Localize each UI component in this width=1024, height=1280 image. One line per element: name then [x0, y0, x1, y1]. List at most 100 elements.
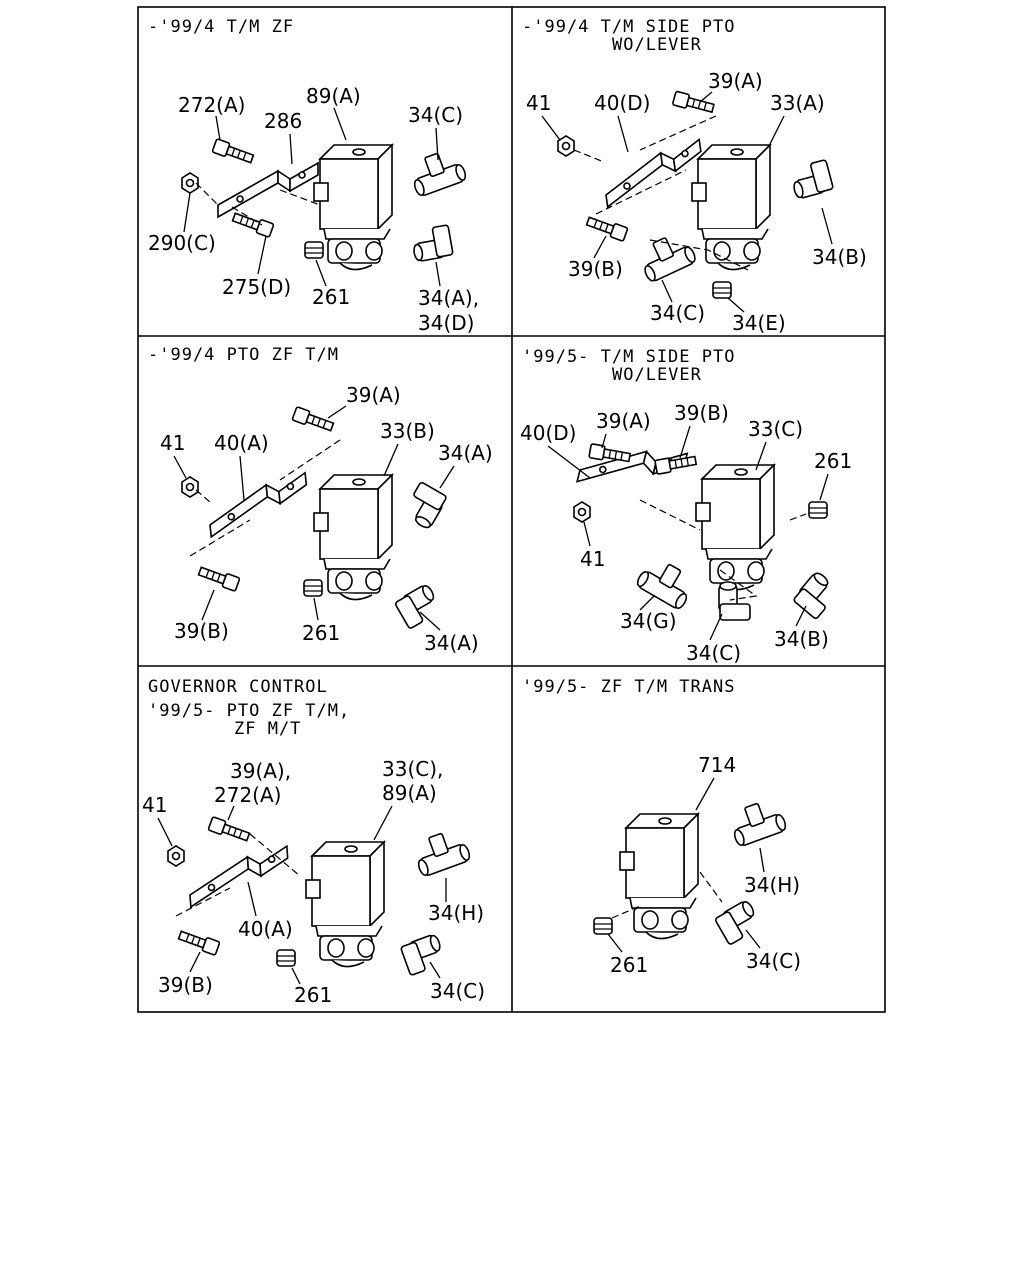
part-label: 34(G) [620, 609, 677, 633]
part-label: 39(B) [158, 973, 213, 997]
elbow-fitting-icon [791, 569, 842, 621]
panel-3-header-line-1: -'99/4 PTO ZF T/M [148, 345, 339, 365]
panel-6: '99/5- ZF T/M TRANS 714 34(H) 261 34(C) [522, 677, 801, 977]
part-label: 39(A) [346, 383, 401, 407]
nut-icon [573, 501, 591, 523]
panel-3: -'99/4 PTO ZF T/M 39(A) 41 40(A) 33(B) 3… [148, 345, 493, 655]
part-label: 40(D) [594, 91, 650, 115]
part-label: 34(C) [408, 103, 463, 127]
elbow-fitting-icon [393, 582, 444, 630]
plug-icon [712, 281, 732, 299]
part-label: 89(A) [382, 781, 437, 805]
part-label: 34(B) [812, 245, 867, 269]
elbow-fitting-icon [713, 898, 764, 946]
part-label: 272(A) [178, 93, 245, 117]
panel-5-header-line-1: GOVERNOR CONTROL [148, 677, 328, 697]
bracket-icon [599, 138, 708, 208]
tee-fitting-icon [634, 553, 699, 612]
part-label: 33(A) [770, 91, 825, 115]
panel-4: '99/5- T/M SIDE PTO WO/LEVER 39(A) 39(B)… [520, 347, 852, 665]
bolt-icon [207, 815, 252, 845]
part-label: 33(C), [382, 757, 443, 781]
elbow-fitting-icon [399, 932, 448, 977]
elbow-fitting-icon [401, 480, 449, 531]
panel-2-header-line-1: -'99/4 T/M SIDE PTO [522, 17, 735, 37]
part-label: 34(A) [438, 441, 493, 465]
part-label: 39(A) [708, 69, 763, 93]
bolt-icon [230, 209, 275, 239]
part-label: 34(A) [424, 631, 479, 655]
part-label: 34(H) [744, 873, 800, 897]
bracket-icon [186, 845, 292, 908]
part-label: 290(C) [148, 231, 216, 255]
part-label: 34(C) [746, 949, 801, 973]
tee-fitting-icon [725, 795, 789, 849]
part-label: 34(H) [428, 901, 484, 925]
part-label: 41 [580, 547, 605, 571]
part-label: 41 [526, 91, 551, 115]
part-label: 40(A) [238, 917, 293, 941]
part-label: 34(C) [686, 641, 741, 665]
panel-5: GOVERNOR CONTROL '99/5- PTO ZF T/M, ZF M… [142, 677, 485, 1007]
solenoid-valve-icon [691, 144, 771, 271]
panel-2: -'99/4 T/M SIDE PTO WO/LEVER 39(A) 41 40… [522, 17, 867, 335]
tee-fitting-icon [409, 825, 473, 879]
panel-4-header-line-1: '99/5- T/M SIDE PTO [522, 347, 735, 367]
panel-6-header-line-1: '99/5- ZF T/M TRANS [522, 677, 735, 697]
solenoid-valve-icon [695, 464, 775, 591]
plug-icon [304, 241, 324, 259]
part-label: 41 [160, 431, 185, 455]
part-label: 34(C) [430, 979, 485, 1003]
part-label: 261 [814, 449, 852, 473]
part-label: 34(B) [774, 627, 829, 651]
part-label: 34(D) [418, 311, 474, 335]
solenoid-valve-icon [313, 144, 393, 271]
tee-fitting-icon [634, 228, 699, 284]
panel-4-header-line-2: WO/LEVER [612, 365, 702, 385]
part-label: 41 [142, 793, 167, 817]
part-label: 40(D) [520, 421, 576, 445]
part-label: 33(B) [380, 419, 435, 443]
part-label: 34(C) [650, 301, 705, 325]
part-label: 39(A), [230, 759, 291, 783]
solenoid-valve-icon [313, 474, 393, 601]
solenoid-valve-icon [619, 813, 699, 940]
nut-icon [167, 845, 185, 867]
part-label: 39(A) [596, 409, 651, 433]
part-label: 261 [294, 983, 332, 1007]
solenoid-valve-icon [305, 841, 385, 968]
part-label: 261 [312, 285, 350, 309]
nut-icon [557, 135, 575, 157]
panel-1: -'99/4 T/M ZF 272(A) 89(A) 286 34(C) 290… [148, 17, 479, 335]
elbow-fitting-icon [788, 158, 835, 201]
nut-icon [181, 476, 199, 498]
panel-1-header-line-1: -'99/4 T/M ZF [148, 17, 294, 37]
part-label: 89(A) [306, 84, 361, 108]
nut-icon [181, 172, 199, 194]
bolt-icon [291, 405, 336, 435]
part-label: 40(A) [214, 431, 269, 455]
part-label: 275(D) [222, 275, 291, 299]
panel-5-header-line-2: '99/5- PTO ZF T/M, [148, 701, 350, 721]
part-label: 272(A) [214, 783, 281, 807]
plug-icon [808, 501, 828, 519]
bolt-icon [196, 563, 241, 593]
part-label: 286 [264, 109, 302, 133]
plug-icon [303, 579, 323, 597]
bracket-icon [204, 471, 312, 538]
part-label: 714 [698, 753, 736, 777]
bolt-icon [176, 927, 221, 957]
part-label: 39(B) [568, 257, 623, 281]
panel-grid [137, 6, 886, 1013]
part-label: 261 [610, 953, 648, 977]
part-label: 34(E) [732, 311, 786, 335]
part-label: 261 [302, 621, 340, 645]
panel-2-header-line-2: WO/LEVER [612, 35, 702, 55]
bolt-icon [211, 137, 256, 167]
bracket-icon [217, 162, 319, 218]
elbow-fitting-icon [409, 224, 455, 263]
part-label: 39(B) [174, 619, 229, 643]
plug-icon [593, 917, 613, 935]
bolt-icon [584, 213, 629, 243]
